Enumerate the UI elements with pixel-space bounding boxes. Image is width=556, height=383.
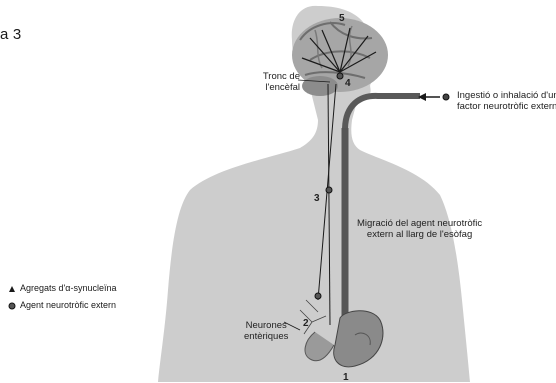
legend-item-aggregates: Agregats d'α-synucleïna — [6, 283, 116, 294]
migration-label: Migració del agent neurotròfic extern al… — [357, 218, 482, 240]
nasal-tract — [345, 96, 420, 130]
enteric-label-line2: entèriques — [244, 331, 288, 342]
brain — [292, 18, 388, 96]
agent-dot-brainstem — [337, 73, 343, 79]
migration-label-line2: extern al llarg de l'esòfag — [357, 229, 482, 240]
step-marker-1: 1 — [343, 372, 349, 383]
figure-label: a 3 — [0, 26, 21, 43]
step-marker-5: 5 — [339, 13, 345, 24]
step-marker-3: 3 — [314, 193, 320, 204]
enteric-label-line1: Neurones — [244, 320, 288, 331]
ingestion-label: Ingestió o inhalació d'un factor neurotr… — [457, 90, 556, 112]
legend: Agregats d'α-synucleïna Agent neurotròfi… — [6, 283, 116, 317]
agent-dot-nerve — [326, 187, 332, 193]
ingestion-label-line2: factor neurotròfic extern — [457, 101, 556, 112]
agent-dot-gut — [315, 293, 321, 299]
legend-item-agent: Agent neurotròfic extern — [6, 300, 116, 311]
ingestion-label-line1: Ingestió o inhalació d'un — [457, 90, 556, 101]
migration-label-line1: Migració del agent neurotròfic — [357, 218, 482, 229]
enteric-label: Neurones entèriques — [244, 320, 288, 342]
step-marker-2: 2 — [303, 318, 309, 329]
legend-aggregates-label: Agregats d'α-synucleïna — [20, 283, 116, 294]
legend-agent-label: Agent neurotròfic extern — [20, 300, 116, 311]
brainstem-label: Tronc de l'encèfal — [250, 71, 300, 93]
ingestion-agent-dot — [443, 94, 449, 100]
step-marker-4: 4 — [345, 78, 351, 89]
